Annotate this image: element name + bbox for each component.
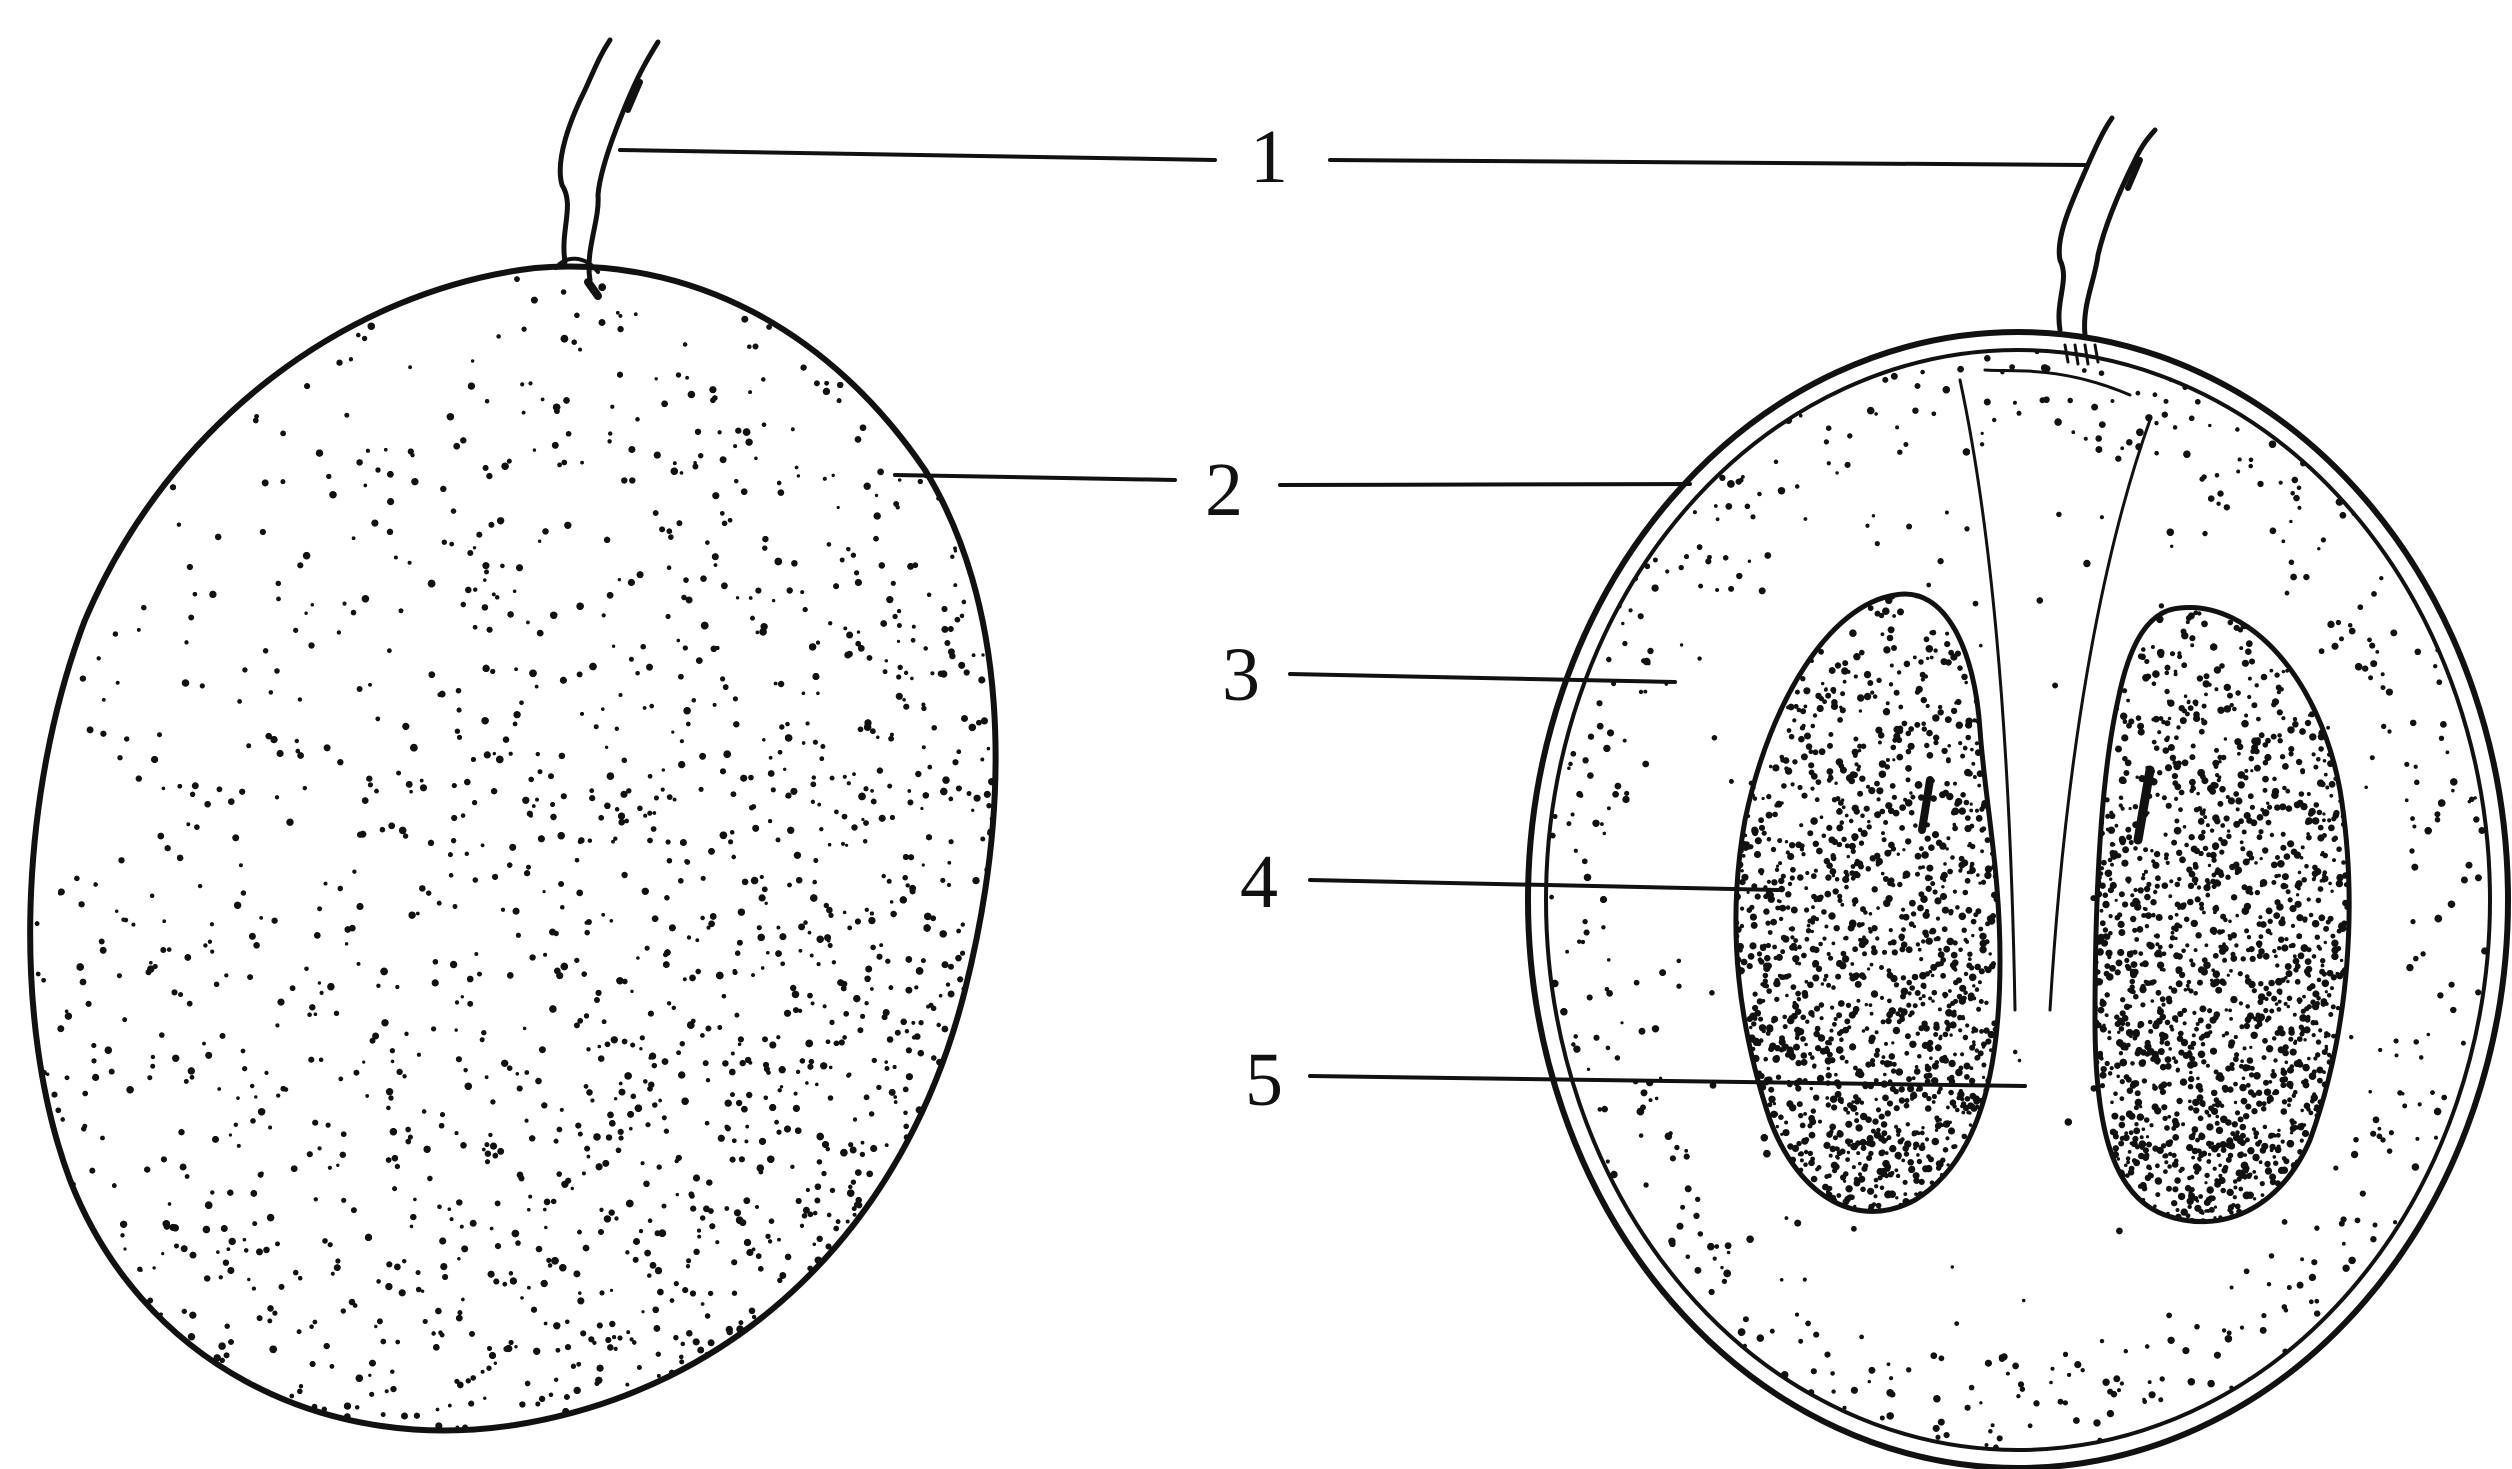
callout-1: 1 — [620, 115, 2085, 199]
whole-fruit — [17, 40, 1022, 1462]
callouts: 1 2 3 4 5 — [620, 115, 2085, 1122]
fruit-section — [1527, 118, 2508, 1468]
callout-2-label: 2 — [1205, 448, 1243, 532]
callout-3: 3 — [1222, 633, 1675, 717]
callout-2: 2 — [895, 448, 1690, 532]
section-rind-outer — [1528, 332, 2508, 1468]
seed-left — [1717, 578, 2014, 1243]
callout-1-label: 1 — [1250, 115, 1288, 199]
whole-fruit-stalk — [556, 40, 658, 296]
section-stalk — [2059, 118, 2155, 364]
callout-4-label: 4 — [1240, 840, 1278, 924]
callout-5-label: 5 — [1245, 1038, 1283, 1122]
callout-3-label: 3 — [1222, 633, 1260, 717]
callout-4: 4 — [1240, 840, 1780, 924]
section-pulp-stipple — [1527, 338, 2502, 1463]
whole-fruit-stipple — [17, 250, 1022, 1463]
seed-right — [2087, 593, 2364, 1243]
